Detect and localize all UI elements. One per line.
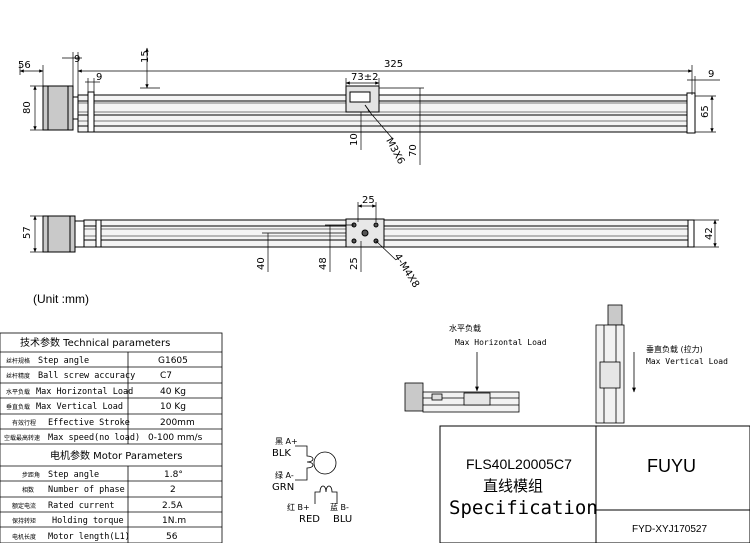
top-rail <box>83 219 695 248</box>
wire-a-minus-cn: 绿 A- <box>275 471 294 480</box>
table-row-label: Rated current <box>48 501 115 511</box>
table-row-cn: 丝杆规格 <box>6 357 30 365</box>
dim-top-height: 57 <box>22 226 33 239</box>
table-row-cn: 水平负载 <box>6 388 30 396</box>
wire-b-minus: BLU <box>333 514 352 525</box>
horizontal-load-label: Max Horizontal Load <box>455 338 547 347</box>
parameter-table <box>0 332 223 543</box>
dim-carriage-screw: M3X6 <box>383 136 406 166</box>
table-row-value: 2.5A <box>162 501 183 511</box>
dim-base-height: 70 <box>408 144 419 157</box>
horizontal-load-figure <box>404 352 520 413</box>
motor-table-header: 电机参数 Motor Parameters <box>50 449 183 462</box>
table-row-label: Max speed(no load) <box>48 433 140 443</box>
dim-top-rail-height: 42 <box>704 227 715 240</box>
table-row-label: Step angle <box>38 356 89 366</box>
table-row-value: 0-100 mm/s <box>148 433 203 443</box>
table-row-label: Max Horizontal Load <box>36 387 133 397</box>
dim-rail-height: 65 <box>700 105 711 118</box>
table-row-cn: 步距角 <box>22 471 40 479</box>
vertical-load-label: Max Vertical Load <box>646 357 728 366</box>
wire-a-minus: GRN <box>272 482 294 493</box>
table-row-label: Number of phase <box>48 485 125 495</box>
wire-b-minus-cn: 蓝 B- <box>330 502 349 512</box>
top-view <box>42 215 695 253</box>
table-row-cn: 电机长度 <box>12 533 36 541</box>
dim-flange-gap: 9 <box>74 54 80 65</box>
model-number: FLS40L20005C7 <box>466 456 572 472</box>
wire-a-plus: BLK <box>272 448 291 459</box>
table-row-label: Motor length(L1) <box>48 532 130 542</box>
drawing-number: FYD-XYJ170527 <box>632 524 707 535</box>
table-row-label: Max Vertical Load <box>36 402 123 412</box>
table-row-label: Effective Stroke <box>48 418 130 428</box>
table-row-value: 200mm <box>160 418 195 428</box>
wire-b-plus: RED <box>299 514 320 525</box>
dim-side-height: 80 <box>22 101 33 114</box>
side-dimensions <box>19 47 720 165</box>
table-row-cn: 有效行程 <box>12 419 36 427</box>
table-row-cn: 空载最高转速 <box>4 434 40 442</box>
dim-hole-spacing-b: 48 <box>318 257 329 270</box>
table-row-label: Holding torque <box>52 516 124 526</box>
table-row-cn: 丝杆精度 <box>6 372 30 380</box>
dim-end-gap-left: 9 <box>96 72 102 83</box>
brand-name: FUYU <box>647 456 696 476</box>
product-name-cn: 直线模组 <box>483 477 543 495</box>
dim-hole-spacing-c: 25 <box>349 257 360 270</box>
end-plate-right <box>686 92 696 134</box>
horizontal-load-cn: 水平负载 <box>449 323 481 333</box>
table-row-value: 1.8° <box>164 470 183 480</box>
dim-offset-top: 15 <box>140 50 151 63</box>
table-row-label: Step angle <box>48 470 99 480</box>
vertical-load-cn: 垂直负载 (拉力) <box>646 344 703 354</box>
spec-title: Specification <box>449 497 598 519</box>
top-dimensions <box>30 202 719 272</box>
dim-carriage-offset: 10 <box>349 133 360 146</box>
table-row-label: Ball screw accuracy <box>38 371 135 381</box>
table-row-cn: 垂直负载 <box>6 403 30 411</box>
table-row-value: 10 Kg <box>160 402 186 412</box>
motor-coil-symbol <box>313 451 337 475</box>
vertical-load-figure <box>595 304 636 424</box>
dim-top-pad: 25 <box>362 195 375 206</box>
unit-note: (Unit :mm) <box>33 292 89 306</box>
side-view <box>42 85 696 134</box>
table-row-value: C7 <box>160 371 172 381</box>
table-row-value: G1605 <box>158 356 188 366</box>
table-row-cn: 额定电流 <box>12 502 36 510</box>
table-row-cn: 保持转矩 <box>12 517 36 525</box>
table-row-value: 56 <box>166 532 178 542</box>
tech-table-rows: 丝杆规格 Step angle G1605 丝杆精度 Ball screw ac… <box>4 356 203 443</box>
table-row-value: 1N.m <box>162 516 186 526</box>
wire-b-plus-cn: 红 B+ <box>287 502 310 512</box>
dim-motor-length: 56 <box>18 60 31 71</box>
table-row-cn: 相数 <box>22 486 34 494</box>
dim-total-length: 325 <box>384 59 403 70</box>
table-row-value: 40 Kg <box>160 387 186 397</box>
dim-end-gap-right: 9 <box>708 69 714 80</box>
motor-table-rows: 步距角 Step angle 1.8° 相数 Number of phase 2… <box>12 470 186 542</box>
wiring-diagram <box>295 445 338 504</box>
table-row-value: 2 <box>170 485 176 495</box>
dim-carriage-width: 73±2 <box>351 72 378 83</box>
dim-hole-spacing-a: 40 <box>256 257 267 270</box>
wire-a-plus-cn: 黑 A+ <box>275 437 298 446</box>
title-block <box>439 425 750 543</box>
dim-top-screw: 4-M4X8 <box>391 252 421 290</box>
tech-table-header: 技术参数 Technical parameters <box>20 336 170 349</box>
